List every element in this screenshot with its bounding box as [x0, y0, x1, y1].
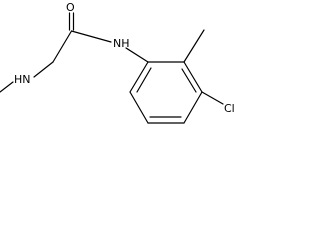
chlorine-label: Cl: [224, 102, 235, 115]
nh-to-ring-bond: [125, 47, 149, 63]
ch2-to-hn-bond: [33, 61, 54, 78]
hn-to-methyl-bond: [0, 81, 14, 93]
chlorine-bond: [201, 91, 224, 105]
carbonyl-to-nh-bond: [70, 30, 112, 43]
ring-bond-6-1: [129, 61, 149, 93]
ring-bond-3-4: [183, 91, 203, 124]
ring-inner-double-1: [136, 67, 152, 93]
methyl-bond: [183, 29, 205, 63]
ring-bond-2-3: [183, 61, 203, 93]
oxygen-label: O: [66, 1, 75, 14]
amine-hn-label: HN: [14, 73, 31, 86]
ring-bond-5-6: [129, 91, 149, 124]
carbonyl-to-ch2-bond: [52, 30, 73, 63]
ring-inner-double-2: [181, 68, 197, 93]
molecule-structure: O NH HN Cl: [0, 1, 235, 124]
amide-nh-label: NH: [113, 37, 130, 50]
